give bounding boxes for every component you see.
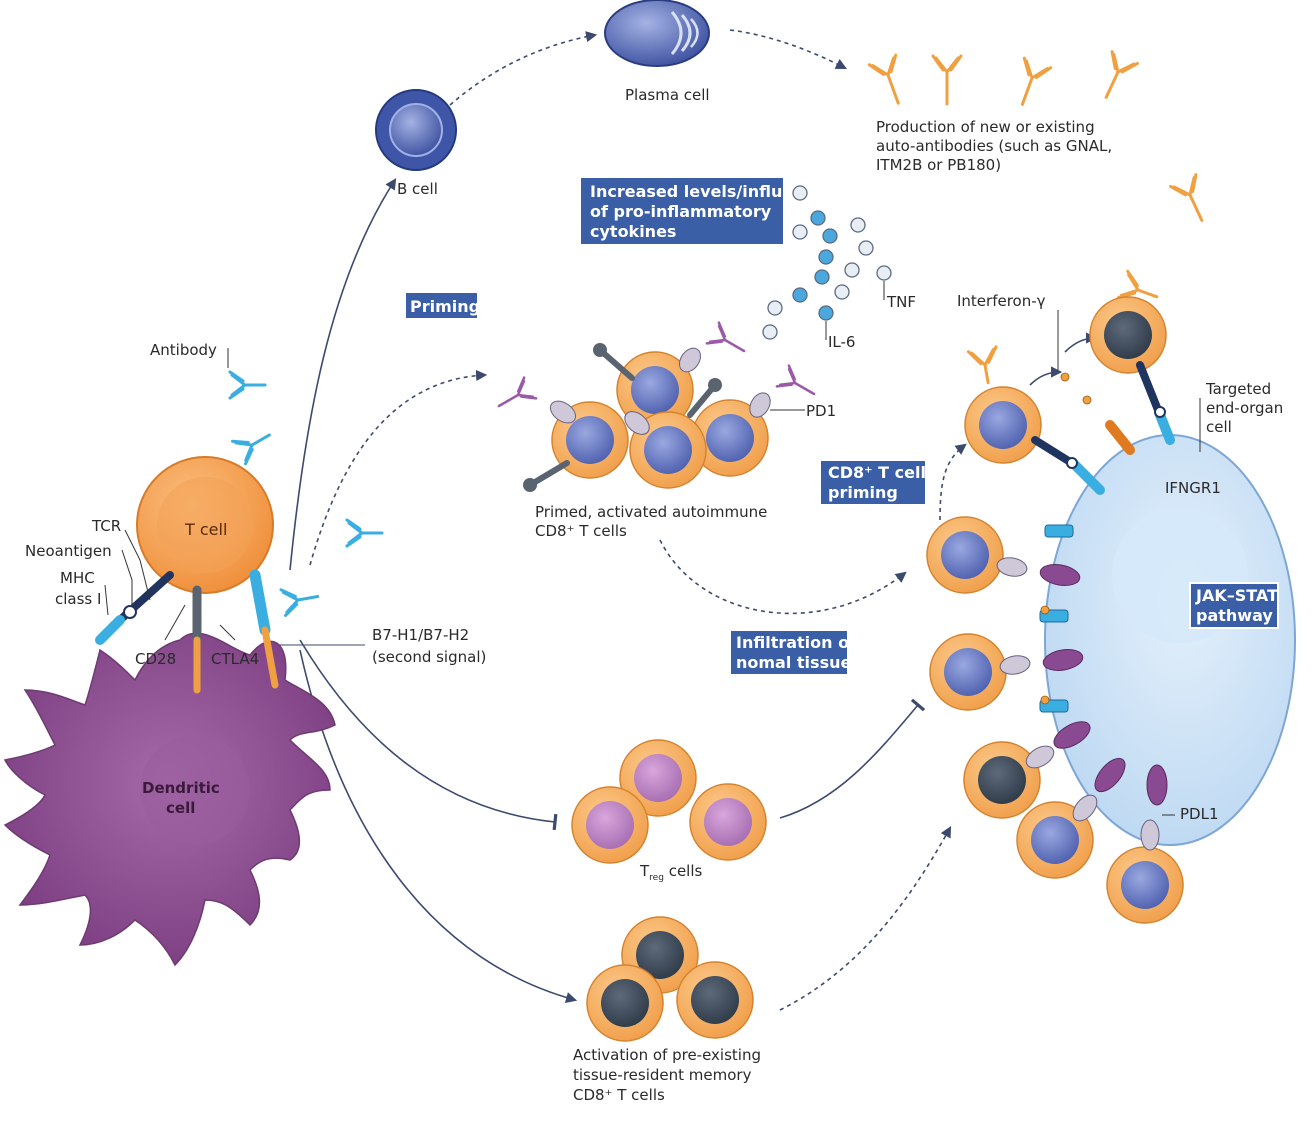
tnf-label: TNF: [886, 293, 916, 311]
attacking-cell: [963, 741, 1041, 819]
targeted-label-1: Targeted: [1205, 380, 1271, 398]
attacking-cell: [964, 386, 1042, 464]
cd28-label: CD28: [135, 650, 176, 668]
primed-cell: [629, 411, 707, 489]
dendritic-cell-label-2: cell: [166, 799, 195, 817]
cd8-priming-line-2: priming: [828, 483, 898, 502]
autoantibodies-label-1: Production of new or existing: [876, 118, 1095, 136]
autoantibodies-label-2: auto-antibodies (such as GNAL,: [876, 137, 1112, 155]
arrow-bcell-to-plasma: [449, 31, 598, 106]
cytokines-box: Increased levels/influx of pro-inflammat…: [579, 176, 793, 246]
priming-box-label: Priming: [410, 297, 480, 316]
attacking-cell: [1106, 846, 1184, 924]
infiltration-line-1: Infiltration of: [736, 633, 857, 652]
treg-cell: [571, 786, 649, 864]
ctla4-label: CTLA4: [211, 650, 259, 668]
attacking-cell: [1089, 296, 1167, 374]
b7-label-2: (second signal): [372, 648, 486, 666]
arrow-memory-to-target: [779, 826, 952, 1011]
arrow-interferon: [1029, 366, 1063, 386]
cytokines-box-line-2: of pro-inflammatory: [590, 202, 772, 221]
dendritic-cell-nucleus: [140, 735, 250, 845]
infiltration-line-2: nomal tissue: [736, 653, 851, 672]
targeted-label-3: cell: [1206, 418, 1232, 436]
antibody-label: Antibody: [150, 341, 217, 359]
treg-cell: [619, 739, 697, 817]
pdl1-label: PDL1: [1180, 805, 1219, 823]
memory-cells: [586, 916, 754, 1042]
primed-cell-cluster: [497, 321, 816, 492]
neoantigen-label: Neoantigen: [25, 542, 112, 560]
il6-label: IL-6: [828, 333, 855, 351]
mhc-label-2: class I: [55, 590, 101, 608]
dendritic-cell: Dendritic cell: [3, 632, 336, 967]
arrow-tcell-to-bcell: [289, 178, 397, 571]
primed-cells-label-2: CD8⁺ T cells: [535, 522, 627, 540]
memory-label-2: tissue-resident memory: [573, 1066, 752, 1084]
targeted-label-2: end-organ: [1206, 399, 1283, 417]
tcr-label: TCR: [91, 517, 121, 535]
treg-cells: [571, 739, 767, 864]
attacking-cell: [929, 633, 1007, 711]
jak-stat-box: JAK–STAT pathway: [1189, 582, 1279, 629]
attacking-cell: [926, 516, 1004, 594]
cytokine-leaders: [825, 281, 885, 340]
t-cell: T cell: [136, 456, 274, 594]
interferon-label: Interferon-γ: [957, 292, 1046, 310]
memory-cell: [676, 961, 754, 1039]
tcr-leaders: [104, 529, 236, 641]
cytokine-particles: [762, 185, 892, 340]
plasma-cell-label: Plasma cell: [625, 86, 710, 104]
dendritic-cell-label-1: Dendritic: [142, 779, 220, 797]
arrow-infiltration: [659, 539, 907, 615]
priming-box: Priming: [404, 291, 480, 320]
cytokines-box-line-1: Increased levels/influx: [590, 182, 793, 201]
arrow-memory: [299, 649, 578, 1004]
b-cell-label: B cell: [397, 180, 438, 198]
arrow-cd8-priming: [939, 443, 967, 521]
infiltration-box: Infiltration of nomal tissue: [729, 629, 857, 676]
jak-stat-line-2: pathway: [1196, 606, 1273, 625]
b7-label-1: B7-H1/B7-H2: [372, 626, 469, 644]
arrow-priming: [309, 369, 488, 566]
ctla4-receptor: [249, 569, 279, 689]
ifngr1-label: IFNGR1: [1165, 479, 1221, 497]
memory-label-3: CD8⁺ T cells: [573, 1086, 665, 1104]
mhc-label-1: MHC: [60, 569, 95, 587]
treg-cell: [689, 783, 767, 861]
pd1-label: PD1: [806, 402, 836, 420]
memory-cell: [586, 964, 664, 1042]
tcr-mhc-complex: [95, 571, 174, 645]
jak-stat-line-1: JAK–STAT: [1195, 586, 1278, 605]
target-attacking-cells: [926, 296, 1184, 924]
target-mhc-peptides: [1040, 605, 1050, 705]
auto-antibodies: [867, 50, 1204, 385]
t-cell-label: T cell: [184, 520, 227, 539]
interferon-particles: [1060, 372, 1092, 405]
target-tcr-contacts: [1031, 361, 1175, 495]
inhibit-treg-to-target: [779, 698, 926, 819]
primed-cell: [616, 351, 694, 429]
arrow-plasma-to-antibodies: [729, 29, 847, 70]
memory-label-1: Activation of pre-existing: [573, 1046, 761, 1064]
inhibit-treg: [299, 639, 558, 831]
blue-antibodies: [228, 370, 384, 617]
cd8-priming-box: CD8⁺ T cell priming: [819, 459, 927, 506]
b-cell: [375, 89, 457, 171]
cd8-priming-line-1: CD8⁺ T cell: [828, 463, 926, 482]
plasma-cell: [604, 0, 710, 67]
primed-cells-label-1: Primed, activated autoimmune: [535, 503, 767, 521]
antibody-label-group: Antibody: [150, 341, 229, 368]
cytokines-box-line-3: cytokines: [590, 222, 676, 241]
autoantibodies-label-3: ITM2B or PB180): [876, 156, 1001, 174]
treg-label: Treg cells: [639, 862, 703, 883]
pd1-pdl1-pairs: [996, 557, 1168, 851]
attacking-cell: [1016, 801, 1094, 879]
